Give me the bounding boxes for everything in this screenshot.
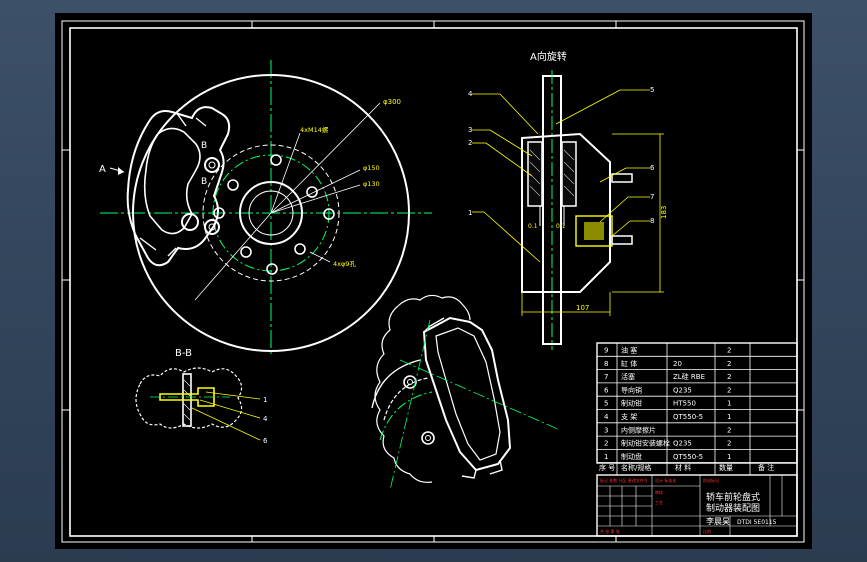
- leader-2: 2: [468, 139, 472, 147]
- leader-1: 1: [468, 209, 472, 217]
- bom-header-material: 材 料: [675, 463, 691, 472]
- cylinder: [575, 215, 613, 247]
- bom-row-no: 2: [604, 440, 608, 448]
- section-leader-4: 4: [263, 415, 268, 423]
- stud-holes: [213, 154, 335, 275]
- bom-row-no: 7: [604, 373, 608, 381]
- svg-text:比例: 比例: [703, 528, 711, 534]
- view-a-title: A向旋转: [530, 50, 567, 63]
- bom-row-qty: 2: [727, 386, 731, 394]
- leader-7: 7: [650, 193, 654, 201]
- zone-ticks: [62, 21, 804, 542]
- bom-row-no: 1: [604, 453, 608, 461]
- svg-text:设计 标准化: 设计 标准化: [655, 477, 676, 483]
- bom-row-name: 活塞: [621, 372, 635, 381]
- bom-row-no: 4: [604, 413, 609, 421]
- bom-row-no: 3: [604, 426, 608, 434]
- leader-5: 5: [650, 86, 654, 94]
- bom-header-no: 序 号: [599, 463, 615, 472]
- leader-4: 4: [468, 90, 473, 98]
- side-view-a: A向旋转 0.1 0.1 183: [468, 50, 668, 350]
- tolerance-1: 0.1: [528, 223, 538, 230]
- bom-row-name: 支 架: [621, 412, 637, 421]
- dim-d130: φ130: [363, 180, 380, 188]
- bom-row-name: 缸 体: [621, 359, 637, 368]
- dim-width: 107: [576, 304, 589, 312]
- bom-row-no: 9: [604, 347, 608, 355]
- dim-bolt-holes: 4xφ9孔: [333, 260, 356, 268]
- front-view: A B B φ300 4xM14螺 φ150 φ130 4xφ9孔: [99, 60, 432, 355]
- outer-frame: [61, 20, 805, 543]
- bom-row-no: 6: [604, 386, 609, 394]
- bom-row-qty: 2: [727, 426, 731, 434]
- svg-text:共 张 第 张: 共 张 第 张: [600, 528, 620, 534]
- dim-bolt-thread: 4xM14螺: [300, 125, 329, 134]
- title-block: 标记 处数 分区 更改文件号 设计 标准化 阶段标记 审核 工艺 共 张 第 张…: [596, 462, 798, 537]
- bom-row-qty: 2: [727, 360, 731, 368]
- bom-row-name: 油 塞: [621, 346, 637, 355]
- brake-disc-outer: [132, 74, 410, 352]
- bom-row-material: HT550: [673, 400, 696, 408]
- caliper-iso: [422, 316, 512, 472]
- drawing-title-line1: 轿车前轮盘式: [706, 491, 760, 503]
- bom-row-name: 导向销: [621, 385, 642, 394]
- isometric-detail: [371, 294, 561, 491]
- bom-row-no: 5: [604, 400, 608, 408]
- bom-row-name: 制动钳安装螺栓: [621, 439, 670, 448]
- section-title: B-B: [175, 348, 192, 359]
- section-leader-1: 1: [263, 396, 267, 404]
- view-arrow-label: A: [99, 164, 106, 175]
- model-space: [55, 13, 812, 549]
- bom-header-name: 名称/规格: [621, 463, 651, 472]
- bom-row-qty: 2: [727, 347, 731, 355]
- leader-6: 6: [650, 164, 655, 172]
- bom-header-remark: 备 注: [758, 463, 774, 472]
- bom-row-name: 制动钳: [621, 399, 642, 408]
- outer-pad: [561, 141, 577, 207]
- svg-text:标记 处数 分区 更改文件号: 标记 处数 分区 更改文件号: [600, 477, 648, 483]
- bom-row-material: Q235: [673, 386, 692, 394]
- section-leader-6: 6: [263, 437, 268, 445]
- tolerance-2: 0.1: [556, 223, 566, 230]
- inner-pad: [527, 141, 543, 207]
- svg-text:工艺: 工艺: [655, 500, 663, 505]
- bom-row-qty: 1: [727, 400, 731, 408]
- bom-row-material: Q235: [673, 440, 692, 448]
- caliper-outline: [126, 106, 231, 267]
- svg-text:阶段标记: 阶段标记: [703, 477, 719, 483]
- author-name: 李晨昊: [706, 516, 730, 526]
- bom-row-qty: 2: [727, 440, 731, 448]
- leader-8: 8: [650, 217, 654, 225]
- svg-text:审核: 审核: [655, 489, 663, 495]
- section-view-bb: B-B 1 4 6: [135, 348, 268, 445]
- bom-row-no: 8: [604, 360, 608, 368]
- bom-row-material: ZL硅 RBE: [673, 372, 705, 381]
- drawing-title-line2: 制动器装配图: [706, 502, 760, 514]
- bom-row-material: 20: [673, 360, 682, 368]
- bom-row-material: QT550-5: [673, 413, 703, 421]
- leader-3: 3: [468, 126, 472, 134]
- drawing-number: DTDI 5E0115: [737, 519, 777, 526]
- bom-row-name: 制动盘: [621, 452, 642, 461]
- bom-row-name: 内侧摩擦片: [621, 425, 656, 434]
- bom-row-qty: 1: [727, 413, 731, 421]
- bom-row-material: QT550-5: [673, 453, 703, 461]
- bom-header-qty: 数量: [719, 463, 733, 472]
- bom-row-qty: 1: [727, 453, 731, 461]
- dim-height: 183: [660, 206, 668, 219]
- hub-bore: [239, 181, 303, 245]
- disc-break-edge: [374, 305, 433, 483]
- section-mark-b1: B: [201, 141, 207, 151]
- dim-outer-diameter: φ300: [383, 98, 401, 106]
- section-mark-b2: B: [201, 177, 207, 187]
- dim-d150: φ150: [363, 164, 380, 172]
- bom-row-qty: 2: [727, 373, 731, 381]
- guide-pin: [159, 387, 215, 407]
